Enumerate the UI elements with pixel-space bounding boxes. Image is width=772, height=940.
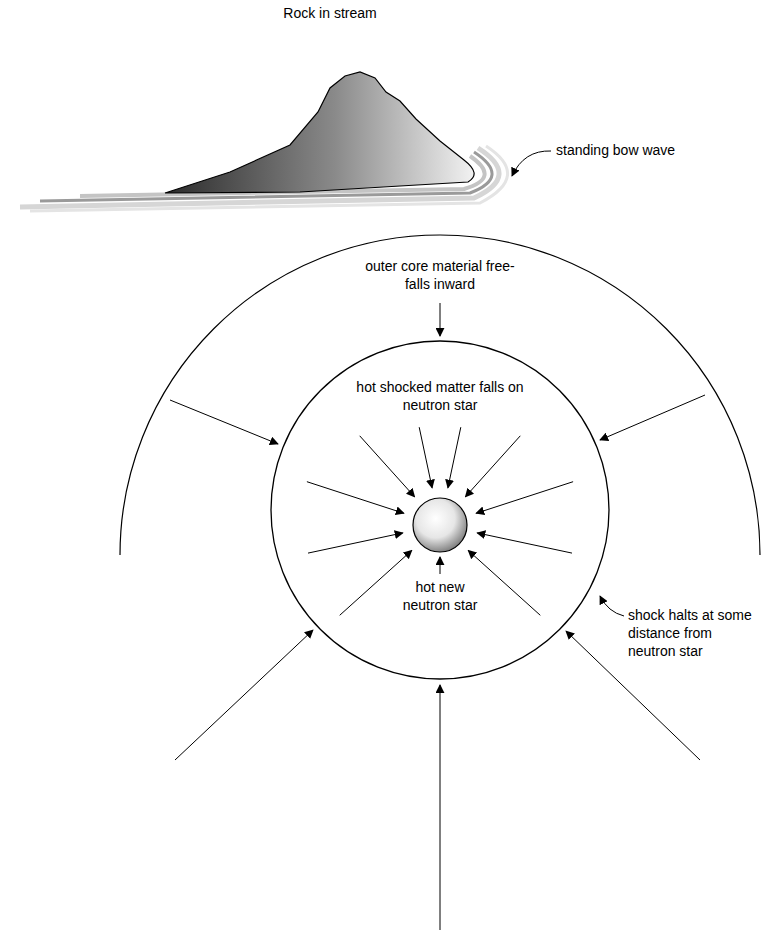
panel-label: Rock in stream bbox=[255, 4, 405, 22]
outer-core-arc bbox=[120, 235, 760, 555]
callout-label: outer core material free-falls inward bbox=[362, 257, 518, 293]
callout-label: standing bow wave bbox=[556, 141, 716, 159]
infall-arrows bbox=[170, 303, 705, 930]
region-label: hot shocked matter falls on neutron star bbox=[355, 378, 525, 414]
neutron-star-shape bbox=[412, 497, 468, 553]
shocked-matter-arrows bbox=[307, 427, 573, 615]
shock-front-circle: hot new neutron star hot shocked matter f… bbox=[270, 340, 610, 680]
rock bbox=[165, 72, 474, 193]
neutron-star-circle: hot new neutron star bbox=[412, 497, 468, 553]
leader-arrow bbox=[512, 151, 551, 176]
callout-label: shock halts at some distance from neutro… bbox=[628, 606, 752, 660]
leader-arrow bbox=[440, 557, 441, 574]
star-label: hot new neutron star bbox=[395, 578, 485, 614]
leader-arrow bbox=[600, 596, 624, 616]
